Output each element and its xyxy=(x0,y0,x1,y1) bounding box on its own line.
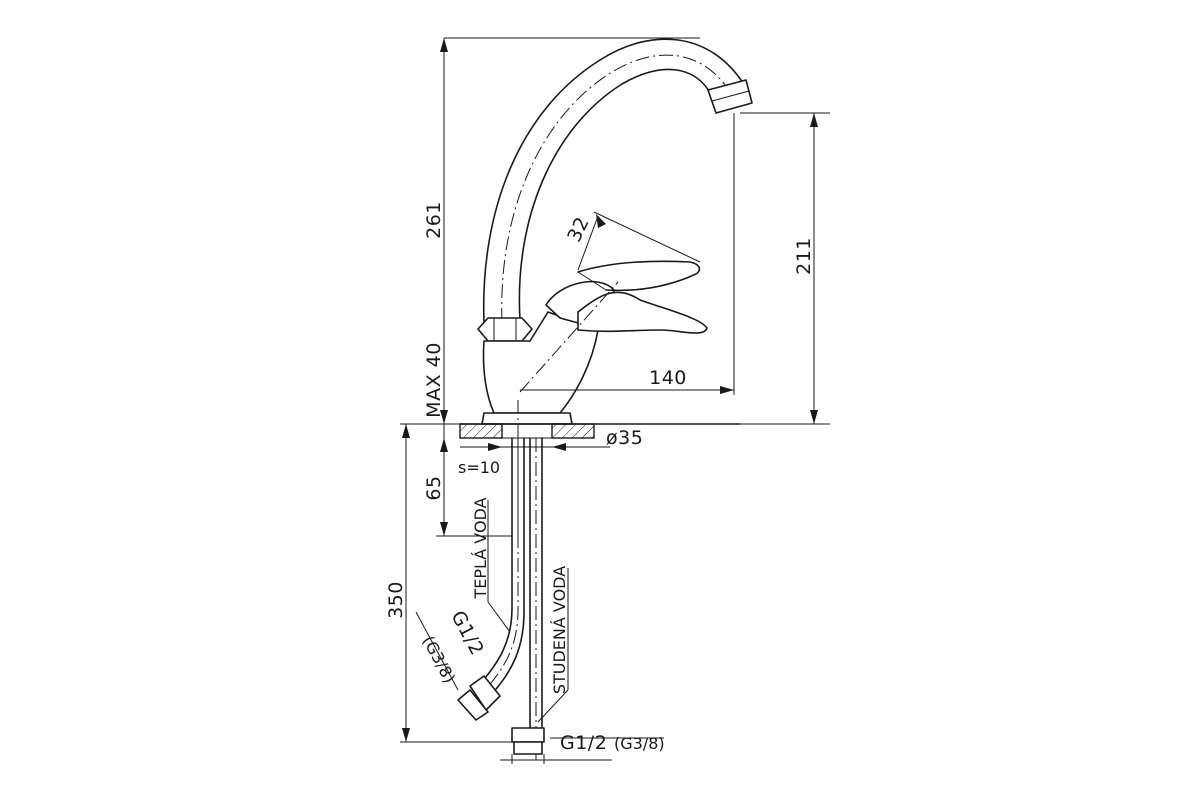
base-flange xyxy=(481,412,573,425)
label-warm-water: TEPLÁ VODA xyxy=(471,497,490,599)
dim-261: 261 xyxy=(423,201,445,239)
label-thread-bottom: G1/2 xyxy=(560,732,607,754)
dim-211: 211 xyxy=(793,237,815,275)
spout-inner-line xyxy=(518,68,713,321)
faucet-body xyxy=(477,38,753,425)
mounting-plate xyxy=(459,423,741,439)
label-thread-side: G1/2 xyxy=(446,607,488,659)
label-cold-water: STUDENÁ VODA xyxy=(550,566,569,694)
label-thread-side-alt: (G3/8) xyxy=(419,633,460,687)
dim-65: 65 xyxy=(423,475,445,500)
cold-water-leader xyxy=(537,689,569,723)
spout-outer-line xyxy=(482,38,746,323)
lever-axis xyxy=(519,281,619,393)
swivel-nut xyxy=(477,317,533,342)
dim-140: 140 xyxy=(649,367,687,389)
spout-centerline xyxy=(501,54,731,323)
dim-diameter-35: ø35 xyxy=(606,427,643,449)
supply-hoses xyxy=(457,400,545,760)
label-thread-bottom-alt: (G3/8) xyxy=(614,734,665,753)
lever-handle xyxy=(577,291,708,334)
dim-350: 350 xyxy=(385,581,407,619)
dim-max-40: MAX 40 xyxy=(423,342,445,418)
lever-raised-outline xyxy=(577,260,701,292)
warm-water-leader xyxy=(487,601,511,633)
dim-s-10: s=10 xyxy=(458,458,500,477)
bottom-connector xyxy=(511,727,545,743)
dimension-lines xyxy=(400,37,830,764)
